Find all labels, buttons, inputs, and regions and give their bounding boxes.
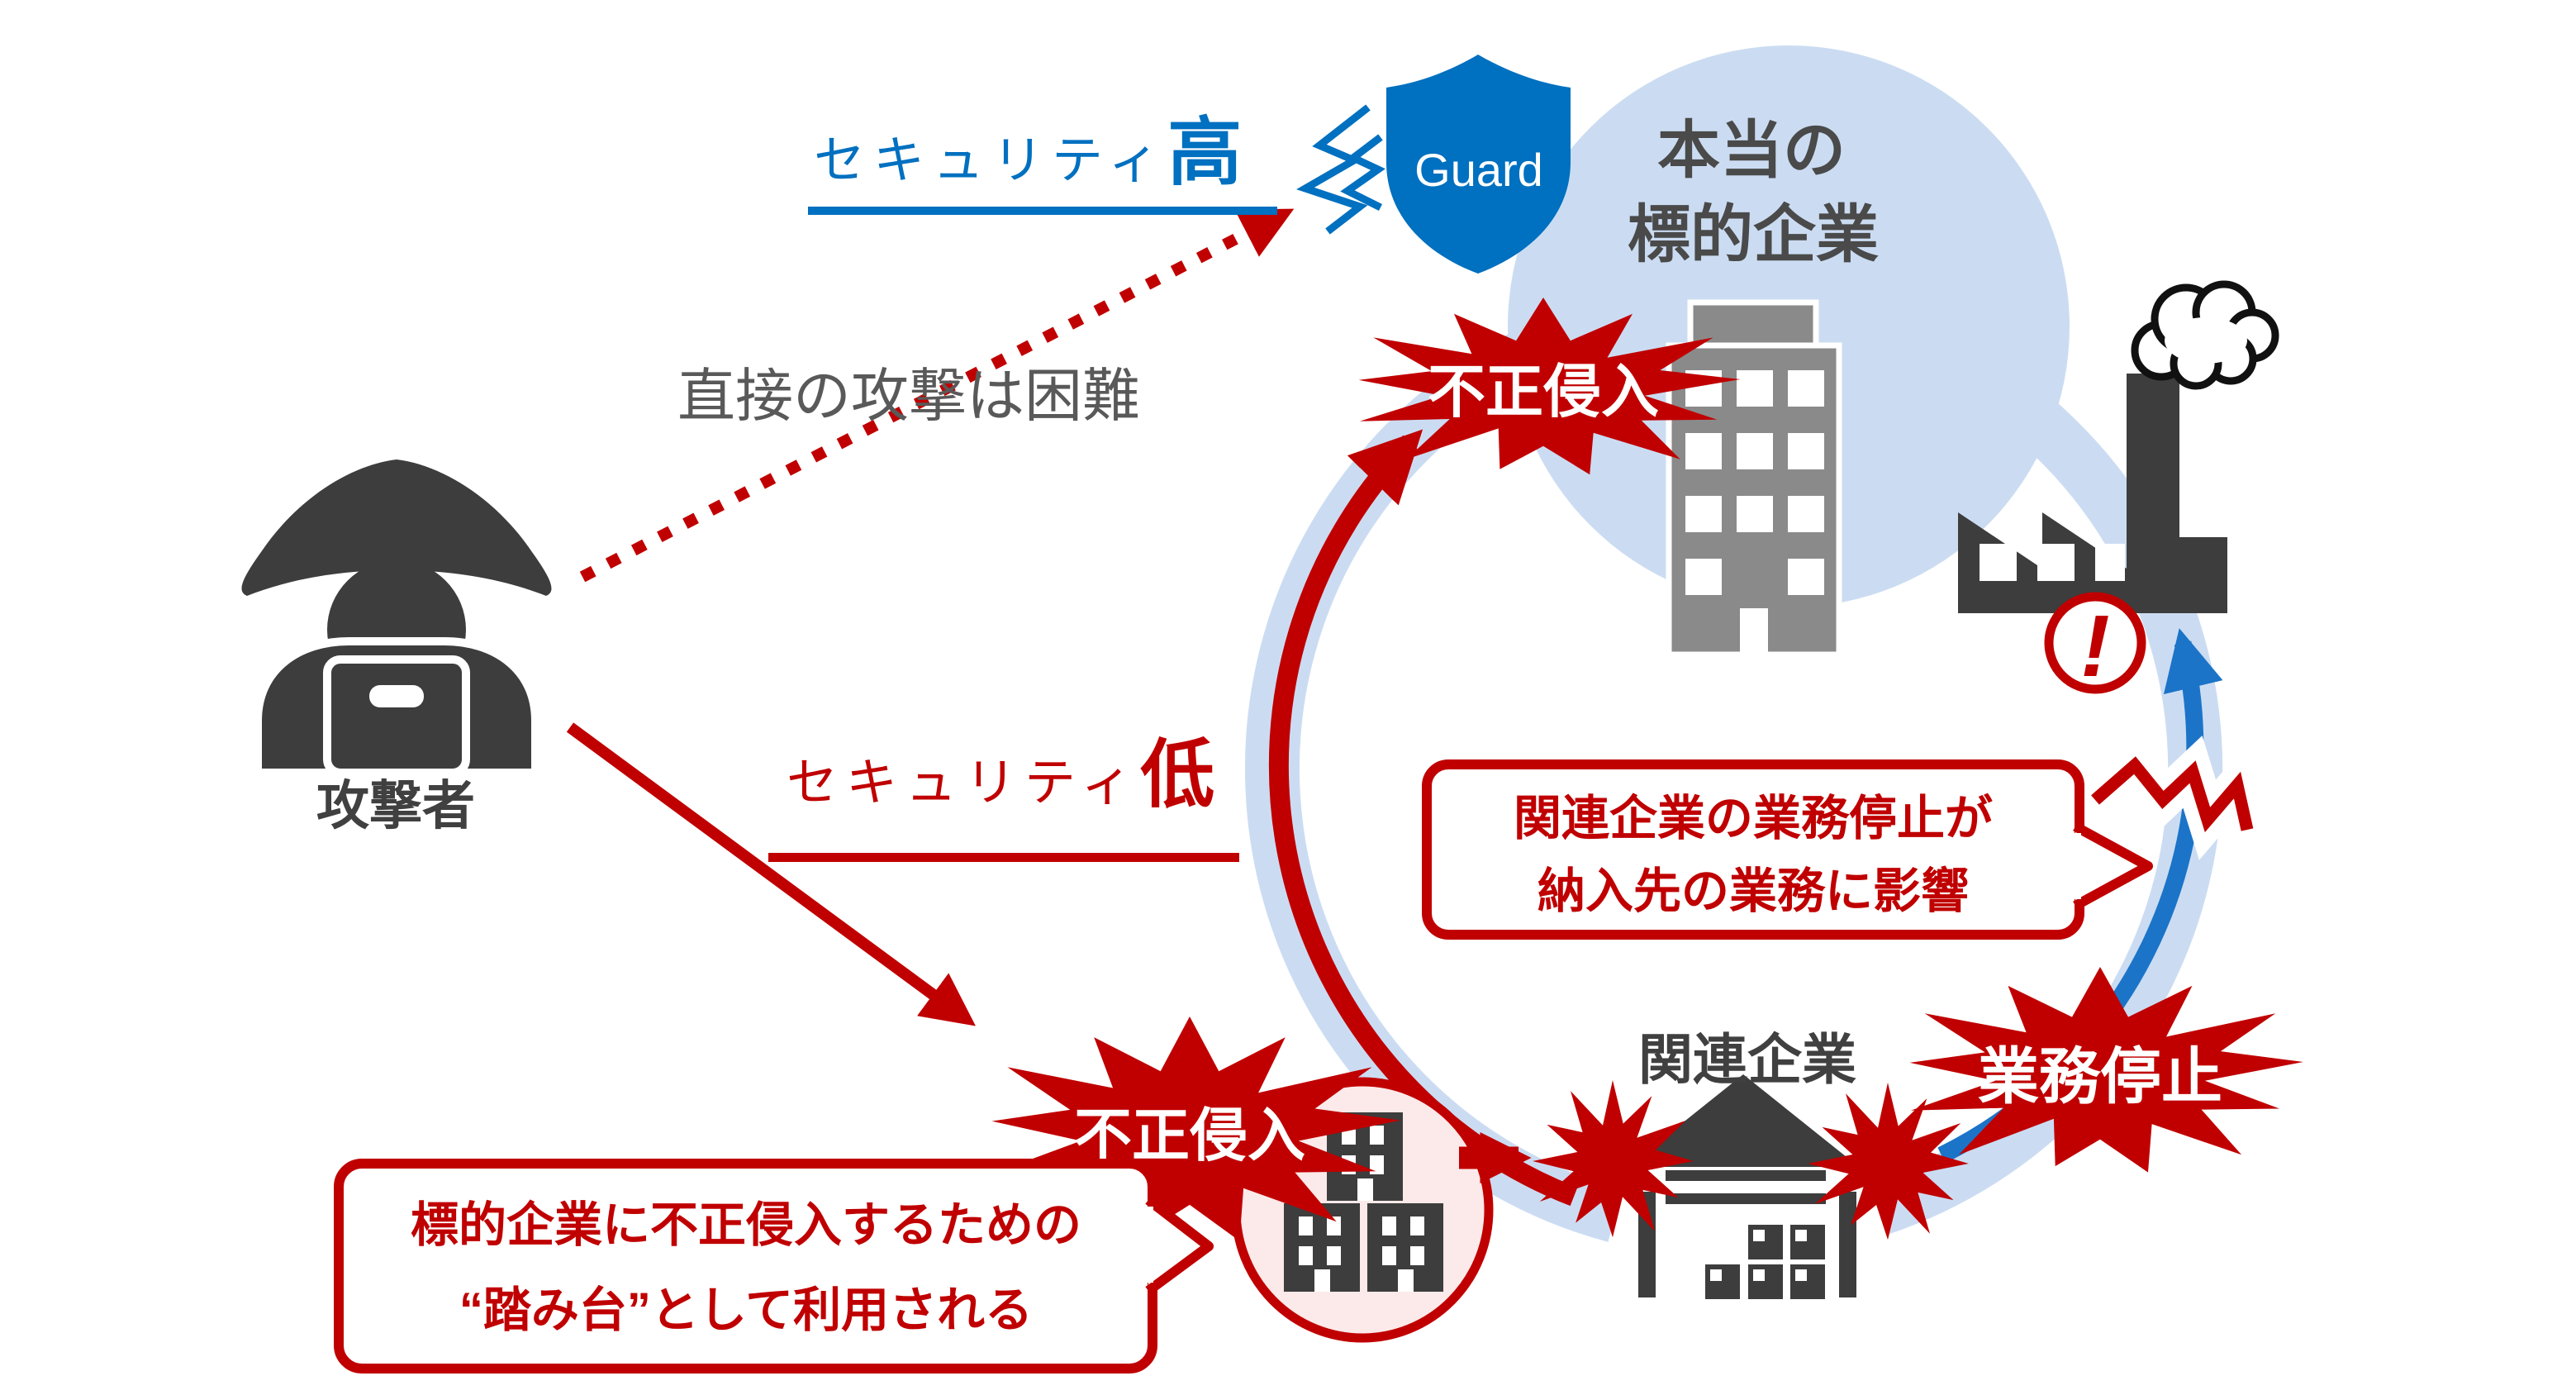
real-target-label-line2: 標的企業: [1628, 200, 1879, 270]
intrusion-burst-bottom-label: 不正侵入: [1074, 1103, 1305, 1168]
security-low-underline: [768, 853, 1239, 862]
bubble-pointer: [2073, 821, 2153, 911]
office-building-windows: [1685, 370, 1824, 655]
warehouse-crates: [1705, 1225, 1825, 1299]
smoke-cloud-icon: [2131, 280, 2279, 390]
attacker-icon: [241, 459, 552, 777]
guard-shield-label: Guard: [1414, 144, 1543, 196]
bubble-pointer: [1145, 1196, 1214, 1295]
security-high-underline: [808, 207, 1277, 215]
impact-burst-right: [1808, 1083, 1969, 1240]
impact-burst-left: [1533, 1080, 1694, 1238]
alert-exclamation-icon: !: [2044, 592, 2146, 695]
crack-zigzag-icon: [2091, 756, 2254, 833]
attack-low-security-arrow: [566, 722, 976, 1026]
stepping-stone-bubble-line1: 標的企業に不正侵入するための: [411, 1198, 1081, 1252]
impact-bubble-line1: 関連企業の業務停止が: [1514, 792, 1993, 845]
impact-bubble: 関連企業の業務停止が 納入先の業務に影響: [1422, 759, 2153, 940]
supply-interruption-crack: [2082, 736, 2267, 860]
bubble-pointer-gap: [2070, 833, 2081, 899]
exclamation-glyph: !: [2080, 598, 2109, 695]
security-low-label: セキュリティ低: [787, 734, 1223, 817]
office-building-icon: [1666, 299, 1842, 658]
stepping-stone-bubble-line2: “踏み台”として利用される: [459, 1283, 1033, 1337]
direct-attack-difficult-label: 直接の攻撃は困難: [677, 364, 1140, 428]
warehouse-icon: [1628, 1074, 1859, 1299]
business-suspension-label: 業務停止: [1978, 1042, 2222, 1111]
security-low-group: セキュリティ低: [768, 734, 1239, 862]
laptop-icon: [323, 655, 470, 777]
impact-bubble-line2: 納入先の業務に影響: [1538, 864, 1969, 918]
stepping-stone-bubble: 標的企業に不正侵入するための “踏み台”として利用される: [334, 1159, 1214, 1374]
bubble-pointer-gap: [1142, 1207, 1153, 1283]
factory-icon: [1958, 374, 2227, 613]
attacker-hood: [241, 459, 552, 596]
block-impact-icon: [1296, 104, 1385, 235]
attacker-label: 攻撃者: [316, 776, 475, 836]
intrusion-burst-top: [1358, 298, 1741, 475]
laptop-slot: [369, 685, 424, 707]
related-company-label: 関連企業: [1638, 1029, 1856, 1090]
security-high-group: セキュリティ高: [808, 112, 1277, 215]
intrusion-burst-top-label: 不正侵入: [1428, 359, 1659, 424]
real-target-label-line1: 本当の: [1657, 116, 1846, 186]
security-high-label: セキュリティ高: [814, 112, 1250, 194]
business-suspension-burst: [1909, 967, 2303, 1173]
guard-shield-icon: Guard: [1386, 55, 1571, 274]
